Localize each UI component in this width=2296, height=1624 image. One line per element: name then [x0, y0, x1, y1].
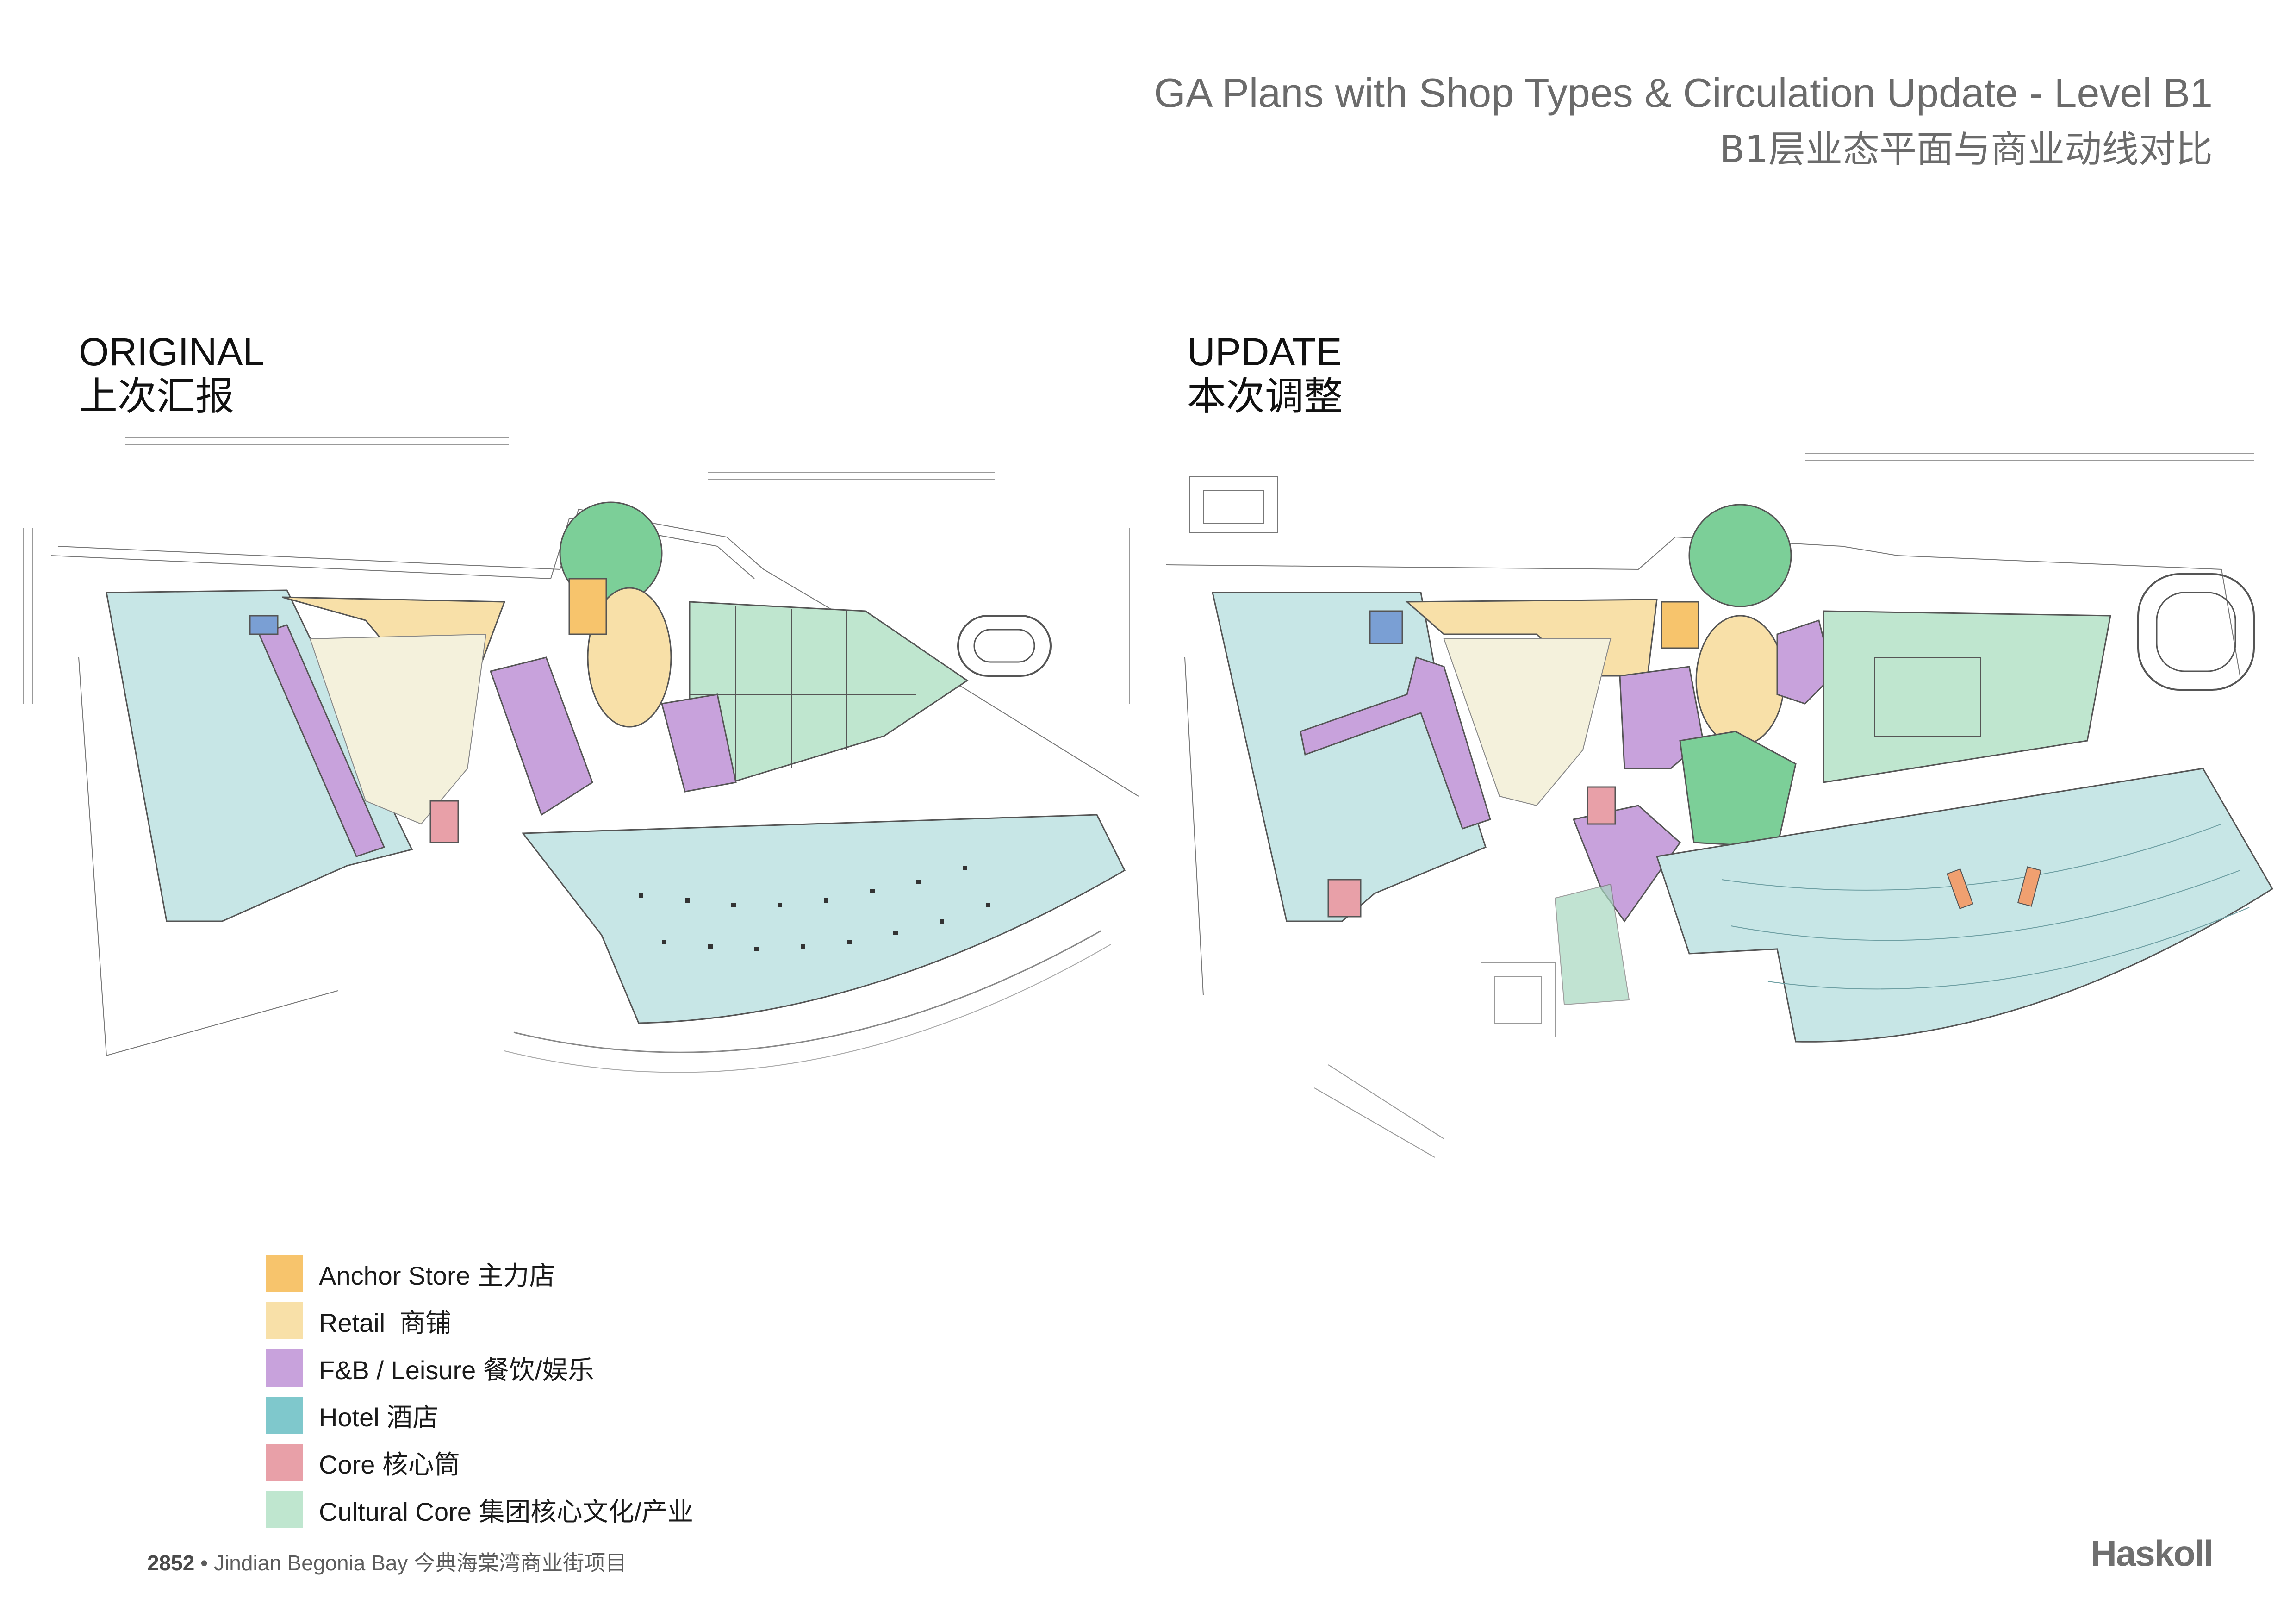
page-title: GA Plans with Shop Types & Circulation U…	[1154, 70, 2213, 116]
update-fnb-lower	[1572, 805, 1681, 923]
original-label-cn: 上次汇报	[79, 374, 235, 419]
update-core-hotel-1	[1946, 868, 1974, 909]
update-dimension-lines	[1129, 453, 2277, 750]
original-lower-outline	[513, 930, 1102, 1053]
legend-swatch-fnb-leisure	[266, 1349, 303, 1387]
update-hotel-rooms	[1721, 824, 2250, 990]
legend-label-anchor-store: Anchor Store 主力店	[319, 1261, 555, 1290]
update-floor-plan	[1129, 453, 2277, 1158]
legend-item-anchor-store: Anchor Store 主力店	[266, 1250, 693, 1297]
original-fnb-casino-edge	[661, 693, 737, 793]
original-roundabout	[957, 615, 1052, 677]
update-label-cn: 本次调整	[1187, 374, 1343, 419]
update-rotunda	[1688, 504, 1792, 607]
update-cultural-inner	[1874, 657, 1981, 737]
original-dimension-lines	[23, 437, 995, 704]
legend-item-hotel: Hotel 酒店	[266, 1392, 693, 1439]
update-plan-label: UPDATE 本次调整	[1187, 330, 1343, 418]
legend-item-core: Core 核心筒	[266, 1439, 693, 1486]
legend-swatch-retail	[266, 1302, 303, 1339]
update-roundabout	[2137, 573, 2255, 691]
footer-project-number: 2852	[147, 1551, 195, 1575]
update-core-hotel-2	[2017, 866, 2042, 907]
legend-item-retail: Retail 商铺	[266, 1297, 693, 1344]
legend-label-cultural-core: Cultural Core 集团核心文化/产业	[319, 1497, 694, 1526]
update-fnb-east	[1776, 619, 1834, 705]
original-blue-core	[249, 615, 279, 635]
brand-logo: Haskoll	[2091, 1533, 2214, 1574]
original-casino-grid	[690, 606, 916, 782]
update-fnb-strip	[1300, 656, 1491, 830]
original-core-block	[429, 800, 459, 843]
legend: Anchor Store 主力店 Retail 商铺 F&B / Leisure…	[266, 1250, 693, 1533]
footer-project-name: Jindian Begonia Bay 今典海棠湾商业街项目	[214, 1551, 627, 1575]
legend-swatch-hotel	[266, 1397, 303, 1434]
update-outline	[1166, 536, 2240, 996]
original-label-en: ORIGINAL	[79, 330, 265, 374]
original-hotel-ballroom-wing	[106, 589, 413, 922]
update-blue-core	[1369, 610, 1403, 644]
legend-label-hotel: Hotel 酒店	[319, 1402, 439, 1432]
page-subtitle-cn: B1层业态平面与商业动线对比	[1719, 128, 2213, 171]
update-cultural-gallery	[1679, 731, 1797, 848]
update-glass-atrium	[1554, 883, 1630, 1006]
original-hotel-columns	[639, 866, 990, 951]
original-plan-label: ORIGINAL 上次汇报	[79, 330, 264, 418]
update-core-left	[1327, 879, 1362, 918]
legend-item-cultural-core: Cultural Core 集团核心文化/产业	[266, 1486, 693, 1533]
update-anchor-block	[1661, 601, 1699, 649]
legend-swatch-cultural-core	[266, 1491, 303, 1528]
legend-label-fnb-leisure: F&B / Leisure 餐饮/娱乐	[319, 1355, 594, 1385]
original-oval-atrium	[587, 587, 672, 728]
update-entrance-block	[1189, 476, 1278, 533]
original-floor-plan	[23, 437, 1139, 1073]
update-cultural-hall	[1823, 610, 2111, 783]
update-oval-atrium	[1695, 615, 1785, 746]
legend-item-fnb-leisure: F&B / Leisure 餐饮/娱乐	[266, 1344, 693, 1392]
legend-label-retail: Retail 商铺	[319, 1308, 452, 1337]
footer-separator: •	[200, 1551, 214, 1575]
legend-swatch-anchor-store	[266, 1255, 303, 1292]
original-fnb-east	[490, 656, 593, 816]
original-circulation-court	[309, 633, 487, 825]
update-circulation-court	[1443, 638, 1612, 806]
update-lower-landscape	[1314, 962, 1556, 1158]
original-anchor-block	[568, 578, 607, 635]
legend-label-core: Core 核心筒	[319, 1449, 460, 1479]
legend-swatch-core	[266, 1444, 303, 1481]
footer-project: 2852 • Jindian Begonia Bay 今典海棠湾商业街项目	[147, 1546, 627, 1577]
original-lower-outline-2	[504, 944, 1111, 1073]
update-label-en: UPDATE	[1187, 330, 1342, 374]
original-hotel-arc	[522, 814, 1126, 1024]
update-core-upper	[1587, 786, 1616, 825]
